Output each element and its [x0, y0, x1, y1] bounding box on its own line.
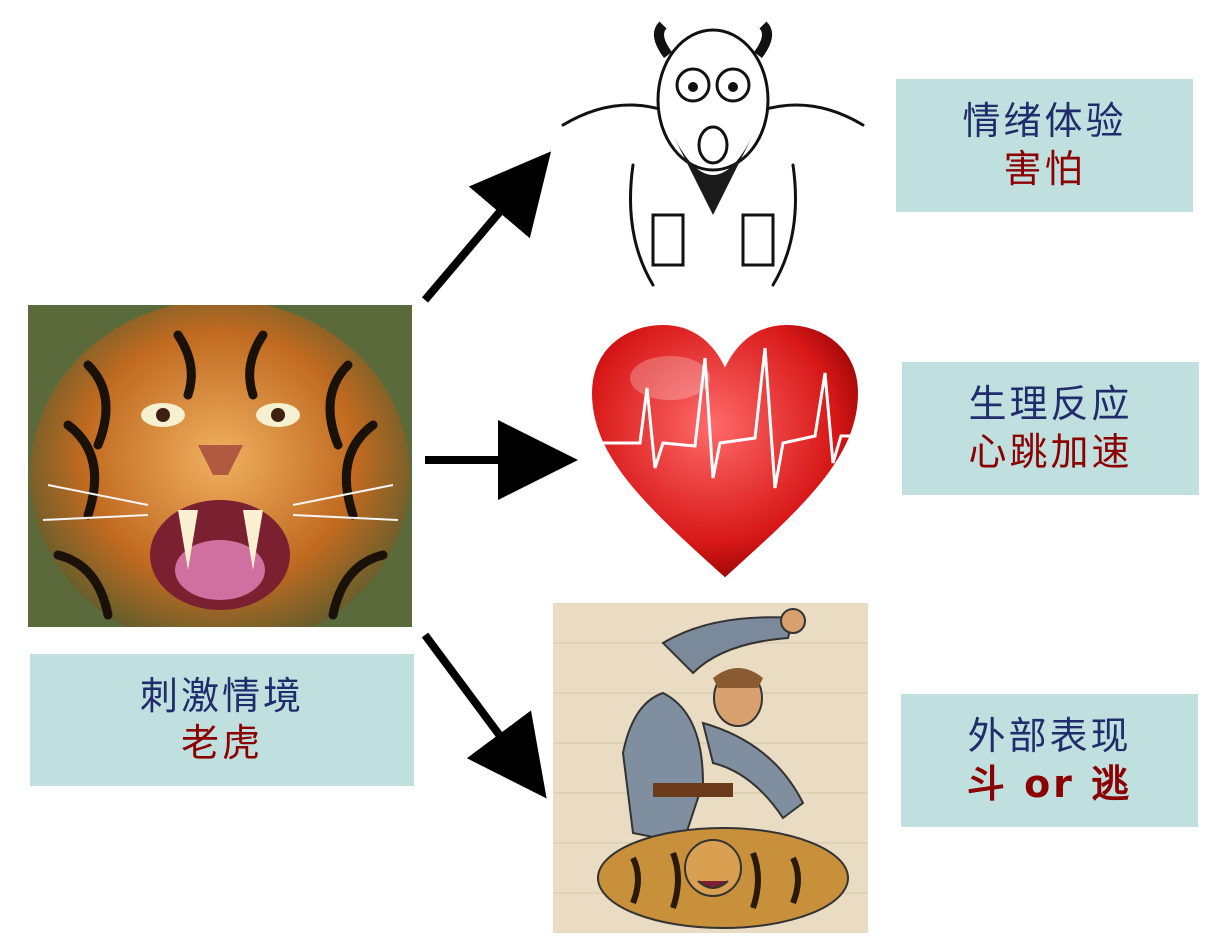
experience-title: 情绪体验 — [962, 99, 1127, 143]
arrow-to-expression — [421, 632, 547, 799]
tiger-image — [28, 300, 412, 650]
experience-value: 害怕 — [1003, 146, 1086, 191]
heartbeat-heart-image — [585, 318, 865, 583]
experience-box: 情绪体验 害怕 — [896, 79, 1193, 212]
expression-box: 外部表现 斗 or 逃 — [901, 694, 1198, 827]
physiology-title: 生理反应 — [968, 382, 1133, 426]
stimulus-box: 刺激情境 老虎 — [30, 654, 414, 786]
tiger-fighter-image — [553, 603, 868, 933]
physiology-value: 心跳加速 — [968, 429, 1133, 474]
stimulus-value: 老虎 — [180, 721, 263, 765]
expression-title: 外部表现 — [967, 714, 1132, 758]
physiology-box: 生理反应 心跳加速 — [902, 362, 1199, 495]
expression-value: 斗 or 逃 — [966, 761, 1133, 806]
stimulus-title: 刺激情境 — [139, 673, 304, 718]
arrow-to-experience — [421, 151, 552, 303]
scared-man-image — [553, 15, 873, 290]
